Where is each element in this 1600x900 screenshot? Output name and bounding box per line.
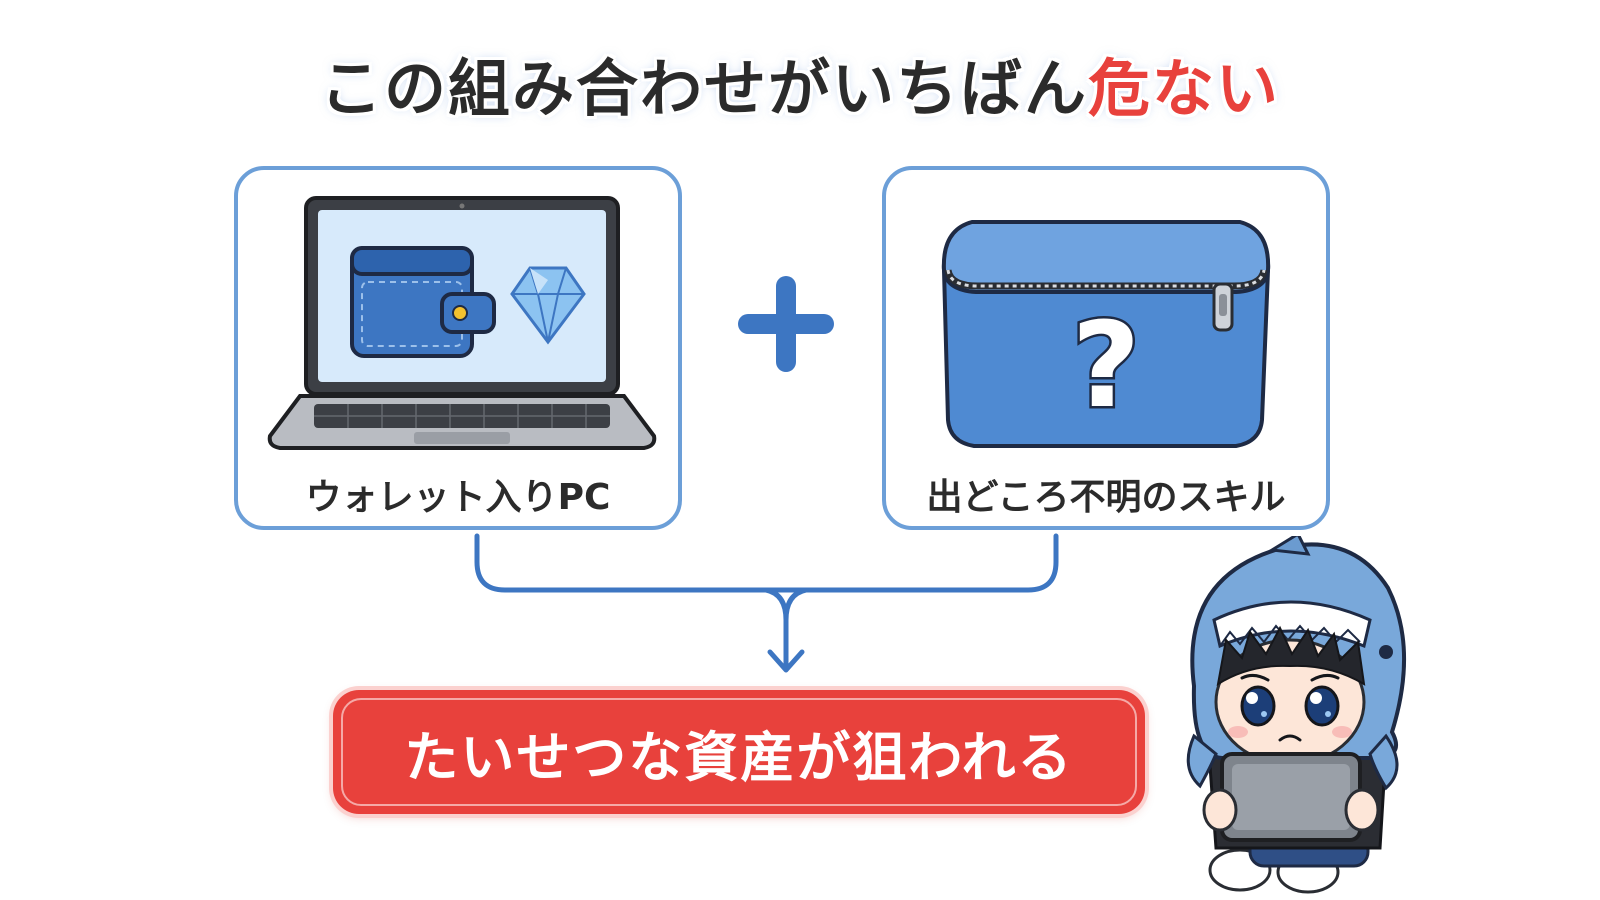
result-banner: たいせつな資産が狙われる — [333, 690, 1145, 814]
crystal-icon — [510, 266, 586, 345]
plus-icon — [734, 272, 838, 376]
wallet-icon — [350, 246, 496, 358]
result-label: たいせつな資産が狙われる — [404, 725, 1074, 789]
title-emphasis: 危ない — [1088, 52, 1281, 125]
unknown-skill-label: 出どころ不明のスキル — [926, 477, 1286, 518]
question-mark-icon: ? — [1069, 294, 1142, 437]
title-main: この組み合わせがいちばん — [319, 52, 1088, 125]
arrow-down-icon — [767, 649, 805, 673]
unknown-skill-card: ? 出どころ不明のスキル — [882, 166, 1330, 530]
wallet-pc-label: ウォレット入りPC — [305, 477, 611, 518]
wallet-pc-card: ウォレット入りPC — [234, 166, 682, 530]
shark-hood-kid-icon — [1186, 536, 1407, 894]
page-title: この組み合わせがいちばん危ない — [0, 38, 1600, 128]
zipper-pouch-icon: ? — [941, 220, 1271, 448]
svg-text:?: ? — [1072, 296, 1140, 434]
laptop-icon — [267, 196, 657, 450]
